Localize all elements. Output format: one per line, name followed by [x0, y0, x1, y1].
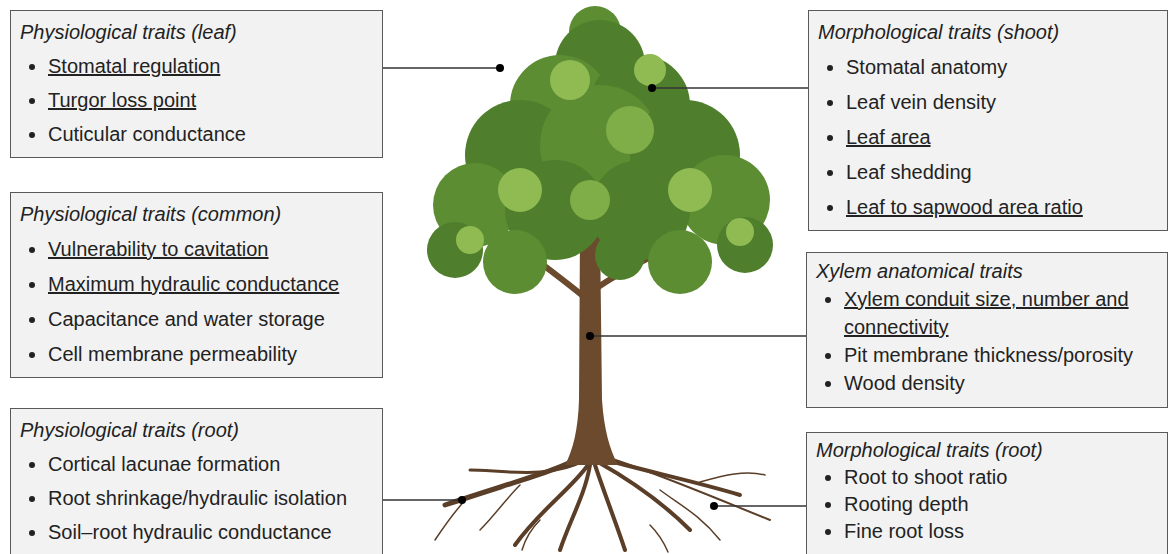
leader-line — [383, 67, 500, 68]
root — [435, 495, 470, 540]
trait-item: Turgor loss point — [48, 83, 374, 117]
trait-item: Stomatal regulation — [48, 49, 374, 83]
root — [445, 455, 585, 505]
trait-item: Pit membrane thickness/porosity — [844, 341, 1159, 369]
leader-dot — [586, 332, 594, 340]
trait-item: Leaf vein density — [846, 85, 1159, 120]
box-heading: Physiological traits (common) — [20, 197, 374, 232]
leader-lines — [383, 68, 808, 506]
trait-list: Stomatal regulationTurgor loss pointCuti… — [20, 49, 374, 151]
trait-item: Stomatal anatomy — [846, 50, 1159, 85]
trait-item: Rooting depth — [844, 491, 1159, 518]
leader-dot — [648, 84, 656, 92]
trait-box: Physiological traits (leaf)Stomatal regu… — [10, 10, 383, 158]
root — [650, 525, 668, 552]
foliage-highlight — [726, 218, 754, 246]
trait-item: Leaf area — [846, 120, 1159, 155]
leader-dot — [458, 496, 466, 504]
tree-canopy — [427, 6, 773, 294]
trait-item: Soil–root hydraulic conductance — [48, 515, 374, 549]
trait-item: Xylem conduit size, number and connectiv… — [844, 285, 1159, 341]
box-heading: Xylem anatomical traits — [816, 257, 1159, 285]
trait-item: Leaf to sapwood area ratio — [846, 190, 1159, 225]
tree-roots — [435, 455, 770, 552]
foliage-highlight — [606, 106, 654, 154]
leader-line — [383, 499, 462, 500]
root — [660, 490, 720, 540]
trait-item: Wood density — [844, 369, 1159, 397]
root — [480, 485, 520, 530]
trait-item: Capacitance and water storage — [48, 302, 374, 337]
trait-box: Morphological traits (shoot)Stomatal ana… — [808, 10, 1168, 231]
foliage-highlight — [550, 60, 590, 100]
leader-dots — [458, 64, 718, 510]
trait-list: Xylem conduit size, number and connectiv… — [816, 285, 1159, 397]
foliage-highlight — [498, 168, 542, 212]
foliage — [717, 217, 773, 273]
root — [522, 520, 540, 550]
box-heading: Morphological traits (root) — [816, 437, 1159, 464]
trait-box: Xylem anatomical traitsXylem conduit siz… — [806, 252, 1168, 408]
box-heading: Physiological traits (leaf) — [20, 15, 374, 49]
box-heading: Physiological traits (root) — [20, 413, 374, 447]
trait-item: Leaf shedding — [846, 155, 1159, 190]
trait-item: Maximum hydraulic conductance — [48, 267, 374, 302]
trait-item: Root shrinkage/hydraulic isolation — [48, 481, 374, 515]
foliage-highlight — [456, 226, 484, 254]
trait-list: Cortical lacunae formationRoot shrinkage… — [20, 447, 374, 549]
leader-line — [590, 335, 806, 336]
trait-box: Physiological traits (common)Vulnerabili… — [10, 192, 383, 378]
leader-dot — [496, 64, 504, 72]
trait-list: Vulnerability to cavitationMaximum hydra… — [20, 232, 374, 372]
trait-item: Cuticular conductance — [48, 117, 374, 151]
foliage — [595, 230, 645, 280]
trait-box: Morphological traits (root)Root to shoot… — [806, 432, 1168, 554]
foliage — [648, 230, 712, 294]
trait-item: Vulnerability to cavitation — [48, 232, 374, 267]
trait-box: Physiological traits (root)Cortical lacu… — [10, 408, 383, 554]
root — [560, 465, 590, 550]
leader-line — [714, 505, 806, 506]
trait-item: Cell membrane permeability — [48, 337, 374, 372]
trait-list: Root to shoot ratioRooting depthFine roo… — [816, 464, 1159, 545]
trait-list: Stomatal anatomyLeaf vein densityLeaf ar… — [818, 50, 1159, 225]
root — [600, 455, 770, 520]
leader-line — [652, 87, 808, 88]
foliage-highlight — [570, 180, 610, 220]
root — [598, 462, 690, 530]
trait-item: Fine root loss — [844, 518, 1159, 545]
foliage-highlight — [668, 168, 712, 212]
root — [700, 473, 765, 482]
leader-dot — [710, 502, 718, 510]
foliage-highlight — [634, 54, 666, 86]
box-heading: Morphological traits (shoot) — [818, 15, 1159, 50]
trait-item: Root to shoot ratio — [844, 464, 1159, 491]
trait-item: Cortical lacunae formation — [48, 447, 374, 481]
tree-trunk — [530, 230, 665, 465]
foliage — [483, 230, 547, 294]
foliage — [427, 222, 483, 278]
